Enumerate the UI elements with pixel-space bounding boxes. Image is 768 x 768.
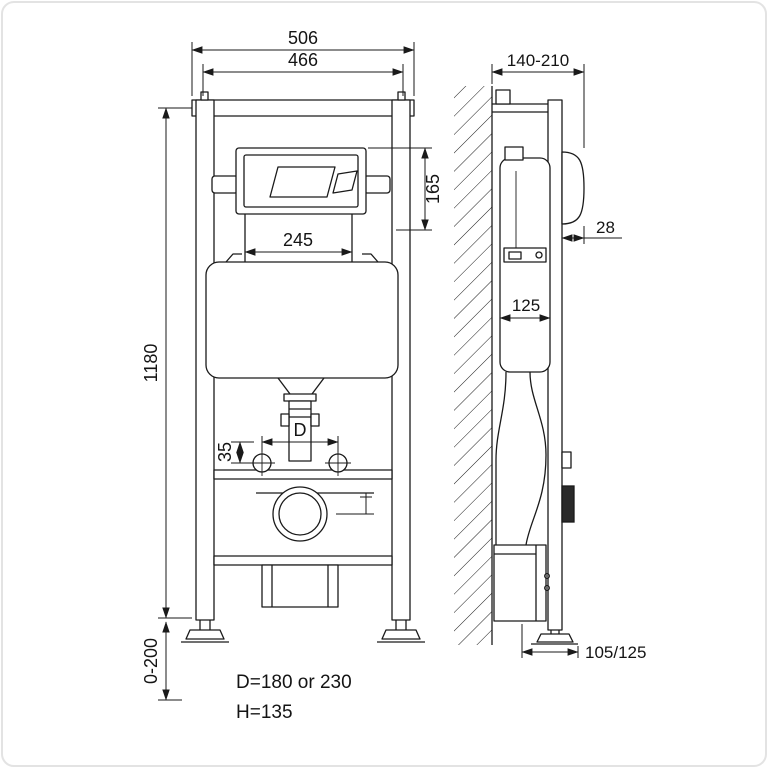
flush-valve-knob bbox=[535, 251, 543, 259]
rail-bracket-large bbox=[561, 485, 575, 523]
outlet-height-dim bbox=[336, 493, 374, 515]
funnel-left bbox=[277, 377, 291, 395]
right-anchor-stub bbox=[397, 91, 406, 101]
rail-bracket-small bbox=[561, 451, 572, 469]
dim-cistern-depth: 125 bbox=[499, 296, 551, 322]
cistern-clip-right bbox=[362, 253, 379, 263]
dim-width-outer-label: 506 bbox=[288, 28, 318, 48]
dim-frame-height-label: 1180 bbox=[141, 344, 161, 383]
pipe-lug-left bbox=[280, 413, 290, 427]
dim-outlet-offset: 105/125 bbox=[521, 624, 646, 662]
plate-right-tab bbox=[363, 175, 391, 194]
waste-outlet-circle bbox=[272, 486, 328, 542]
dim-depth-range-label: 140-210 bbox=[507, 51, 569, 70]
flush-valve-detail bbox=[508, 251, 522, 260]
dim-plate-height-label: 165 bbox=[423, 174, 443, 204]
fixing-bolt-left bbox=[249, 450, 275, 476]
pipe-flange bbox=[283, 393, 317, 402]
dim-bolt-offset: 35 bbox=[215, 441, 254, 464]
fill-valve-cap bbox=[504, 146, 524, 161]
frame-top-bar bbox=[191, 99, 415, 117]
dim-bolt-offset-label: 35 bbox=[215, 442, 235, 462]
cistern-clip-left bbox=[225, 253, 242, 263]
outlet-box-side bbox=[493, 544, 547, 622]
flush-button-small bbox=[332, 170, 358, 194]
dim-width-outer: 506 bbox=[191, 28, 415, 96]
funnel-right bbox=[311, 377, 325, 395]
left-anchor-stub bbox=[200, 91, 209, 101]
pipe-lug-right bbox=[310, 413, 320, 427]
dim-width-inner: 466 bbox=[202, 50, 404, 96]
box-screw-2 bbox=[544, 585, 550, 591]
dim-plate-height: 165 bbox=[368, 147, 443, 231]
dim-shaft-width-label: 245 bbox=[283, 230, 313, 250]
flush-plate-side bbox=[561, 151, 585, 225]
crossbar-lower bbox=[213, 555, 393, 566]
cistern-front bbox=[205, 261, 399, 379]
outlet-bend-right bbox=[525, 371, 547, 546]
dim-bolt-spacing-label: D bbox=[294, 420, 307, 440]
plate-left-tab bbox=[211, 175, 239, 194]
foot-left bbox=[181, 620, 229, 643]
side-view: 140-210 28 125 105/125 bbox=[454, 51, 646, 662]
front-view: 506 466 1180 0-200 165 bbox=[141, 28, 443, 723]
cistern-side bbox=[499, 157, 551, 373]
dim-width-inner-label: 466 bbox=[288, 50, 318, 70]
waste-outlet-inner bbox=[278, 492, 322, 536]
box-screw-1 bbox=[544, 573, 550, 579]
flush-button-large bbox=[269, 166, 336, 198]
fixing-bolt-right bbox=[325, 450, 351, 476]
dim-frame-height: 1180 bbox=[141, 107, 192, 619]
dim-outlet-offset-label: 105/125 bbox=[585, 643, 646, 662]
dim-shaft-width: 245 bbox=[244, 230, 353, 256]
dim-plate-protrusion-label: 28 bbox=[596, 218, 615, 237]
outlet-box bbox=[261, 564, 339, 608]
dim-cistern-depth-label: 125 bbox=[512, 296, 540, 315]
dim-feet-adjust-label: 0-200 bbox=[141, 638, 161, 684]
wall-anchor-bolt bbox=[495, 89, 511, 105]
crossbar-upper bbox=[213, 469, 393, 480]
dim-plate-protrusion: 28 bbox=[561, 218, 622, 244]
dim-depth-range: 140-210 bbox=[491, 51, 585, 148]
foot-side bbox=[531, 630, 578, 645]
note-d: D=180 or 230 bbox=[236, 672, 352, 693]
flush-pipe bbox=[288, 400, 312, 462]
outlet-bend-left bbox=[495, 371, 507, 545]
wall-hatch bbox=[454, 86, 492, 645]
foot-right bbox=[377, 620, 425, 643]
note-h: H=135 bbox=[236, 702, 293, 723]
dim-feet-adjust: 0-200 bbox=[141, 621, 182, 701]
dim-bolt-spacing: D bbox=[261, 420, 339, 452]
flush-plate bbox=[211, 147, 391, 215]
